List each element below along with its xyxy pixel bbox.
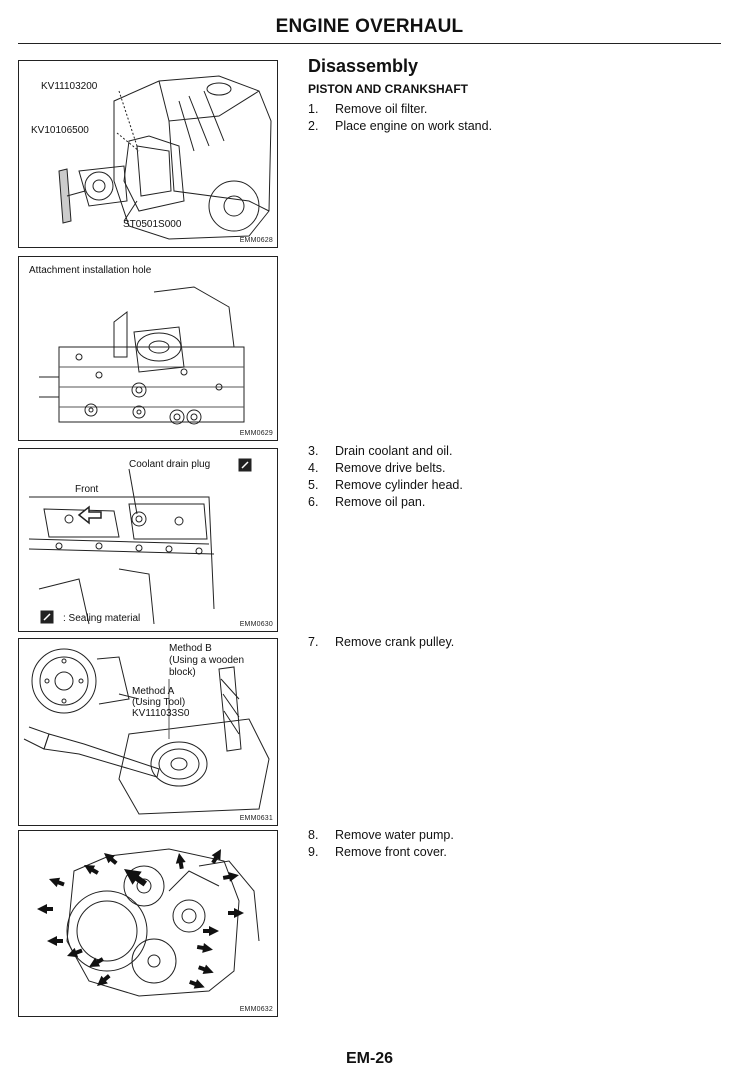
step-text: Place engine on work stand.: [335, 119, 493, 133]
step-number: 4.: [308, 461, 319, 475]
step-item: 7. Remove crank pulley.: [308, 634, 454, 651]
step-item: 4. Remove drive belts.: [308, 460, 463, 477]
step-item: 3. Drain coolant and oil.: [308, 443, 463, 460]
coolant-drain-plug-label: Coolant drain plug: [129, 459, 211, 470]
method-b-line-3: block): [169, 667, 196, 678]
tool-label-kv10106500: KV10106500: [31, 125, 89, 136]
figure-coolant-drain: Coolant drain plug Front : Sealing mater…: [18, 448, 278, 632]
tool-label-st0501s000: ST0501S000: [123, 219, 182, 230]
step-text: Remove oil pan.: [335, 495, 426, 509]
step-number: 9.: [308, 845, 319, 859]
step-text: Remove crank pulley.: [335, 635, 455, 649]
step-text: Remove drive belts.: [335, 461, 446, 475]
steps-group-4: 8. Remove water pump. 9. Remove front cove…: [308, 827, 454, 861]
method-b-line-2: (Using a wooden: [169, 655, 245, 666]
method-b-label: Method B (Using a wooden block): [169, 643, 244, 679]
figure-code: EMM0629: [239, 430, 273, 437]
step-number: 5.: [308, 478, 319, 492]
method-a-line-2: (Using Tool): [132, 697, 186, 708]
figure-code: EMM0631: [239, 815, 273, 822]
header-rule: [18, 43, 721, 44]
method-a-line-3: KV111033S0: [132, 708, 190, 719]
section-subtitle: PISTON AND CRANKSHAFT: [308, 82, 469, 96]
method-a-label: Method A (Using Tool) KV111033S0: [132, 686, 189, 719]
engine-stand-illustration: [58, 75, 272, 240]
steps-group-3: 7. Remove crank pulley.: [308, 634, 454, 651]
figure-code: EMM0628: [239, 237, 273, 244]
crank-pulley-illustration: [23, 648, 270, 815]
step-item: 6. Remove oil pan.: [308, 494, 463, 511]
attachment-hole-illustration: [39, 286, 245, 425]
figure-code: EMM0632: [239, 1006, 273, 1013]
step-item: 5. Remove cylinder head.: [308, 477, 463, 494]
step-text: Remove cylinder head.: [335, 478, 463, 492]
method-a-line-1: Method A: [132, 686, 175, 697]
step-item: 9. Remove front cover.: [308, 844, 454, 861]
figure-attachment-hole: Attachment installation hole EMM0629: [18, 256, 278, 441]
figure-engine-stand-attachment: KV11103200 KV10106500 ST0501S000 EMM0628: [18, 60, 278, 248]
step-text: Remove oil filter.: [335, 102, 428, 116]
tool-label-kv11103200: KV11103200: [41, 81, 98, 92]
sealing-material-label: : Sealing material: [63, 613, 141, 624]
bolt-arrows: [37, 849, 244, 989]
page-number: EM-26: [345, 1050, 394, 1067]
step-text: Remove front cover.: [335, 845, 447, 859]
step-item: 8. Remove water pump.: [308, 827, 454, 844]
page-header-title: ENGINE OVERHAUL: [275, 16, 464, 37]
step-item: 2. Place engine on work stand.: [308, 118, 492, 135]
method-b-line-1: Method B: [169, 643, 212, 654]
figure-crank-pulley: Method B (Using a wooden block) Method A…: [18, 638, 278, 826]
steps-group-2: 3. Drain coolant and oil. 4. Remove drive …: [308, 443, 463, 511]
step-number: 3.: [308, 444, 319, 458]
steps-group-1: 1. Remove oil filter. 2. Place engine on w…: [308, 101, 492, 135]
figure-front-cover-bolts: EMM0632: [18, 830, 278, 1017]
front-label: Front: [75, 484, 99, 495]
figure-code: EMM0630: [239, 621, 273, 628]
step-number: 6.: [308, 495, 319, 509]
step-number: 7.: [308, 635, 319, 649]
step-number: 2.: [308, 119, 319, 133]
step-text: Drain coolant and oil.: [335, 444, 453, 458]
step-number: 1.: [308, 102, 319, 116]
step-item: 1. Remove oil filter.: [308, 101, 492, 118]
section-title: Disassembly: [308, 56, 419, 76]
step-text: Remove water pump.: [335, 828, 454, 842]
figure-caption: Attachment installation hole: [29, 265, 152, 276]
coolant-drain-illustration: [28, 458, 252, 625]
step-number: 8.: [308, 828, 319, 842]
